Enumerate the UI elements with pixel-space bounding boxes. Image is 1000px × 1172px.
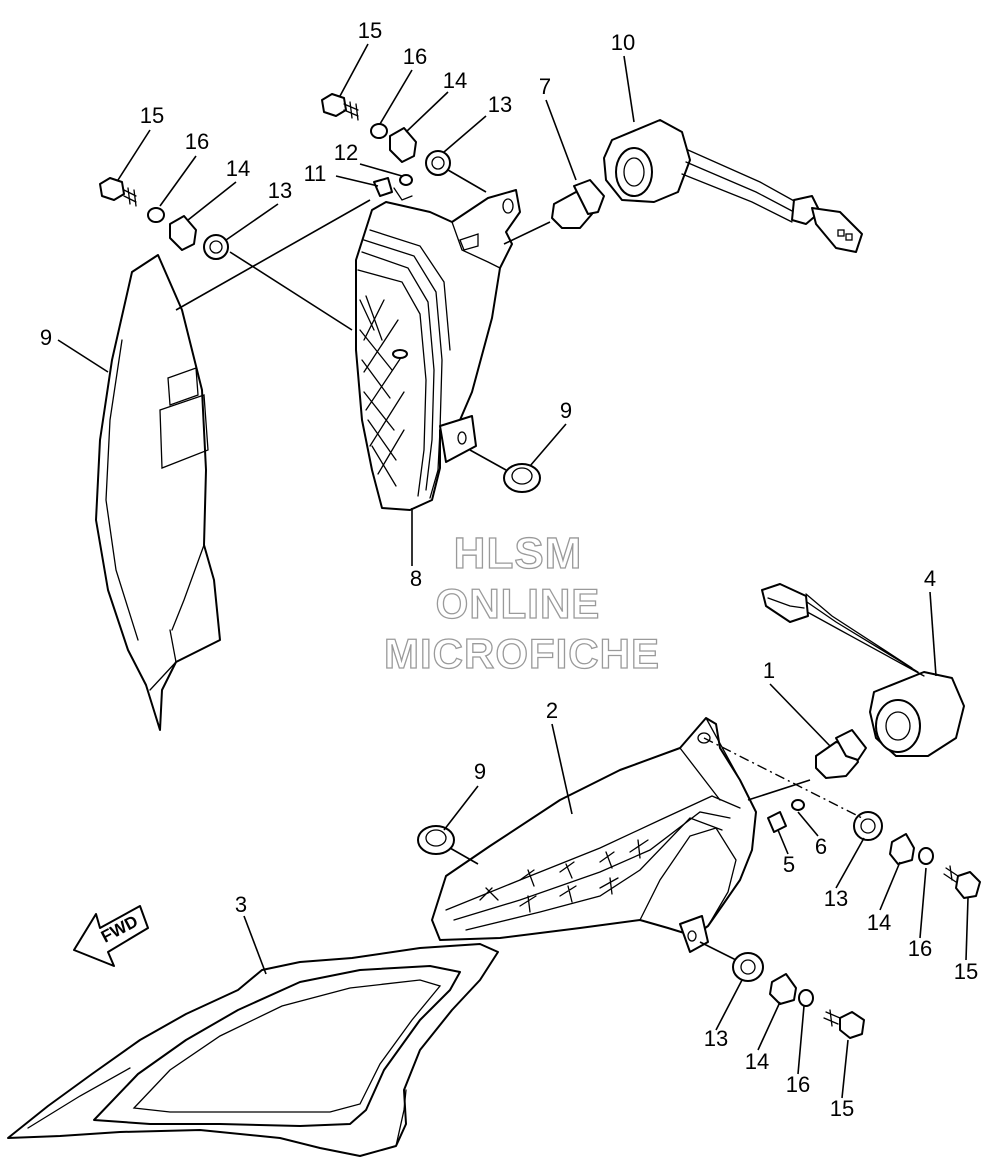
- callout-label: 16: [185, 129, 209, 154]
- callout-label: 6: [815, 834, 827, 859]
- callout-label: 4: [924, 566, 936, 591]
- watermark-line-2: ONLINE: [436, 580, 601, 627]
- callout-label: 16: [908, 936, 932, 961]
- callout-labels: 15 16 14 13 12 11 7 10 15 16 14 13 9 9 8…: [40, 18, 978, 1121]
- callout-label: 7: [539, 74, 551, 99]
- callout-label: 14: [867, 910, 891, 935]
- lower-socket-assembly: [761, 583, 965, 757]
- callout-label: 9: [40, 325, 52, 350]
- watermark-line-3: MICROFICHE: [384, 630, 660, 677]
- lower-fasteners: [417, 811, 981, 1039]
- callout-label: 13: [488, 92, 512, 117]
- leader-lines: [57, 43, 969, 1099]
- callout-label: 1: [763, 658, 775, 683]
- watermark-line-1: HLSM: [454, 529, 583, 578]
- callout-label: 8: [410, 566, 422, 591]
- callout-label: 11: [304, 161, 327, 186]
- callout-label: 9: [560, 398, 572, 423]
- lower-assembly-lines: [449, 737, 863, 961]
- callout-label: 13: [824, 886, 848, 911]
- callout-label: 14: [745, 1049, 769, 1074]
- callout-label: 15: [358, 18, 382, 43]
- callout-label: 2: [546, 698, 558, 723]
- upper-bulb: [551, 179, 605, 229]
- callout-label: 3: [235, 892, 247, 917]
- callout-label: 15: [830, 1096, 854, 1121]
- watermark: HLSM ONLINE MICROFICHE: [383, 528, 660, 677]
- callout-label: 16: [403, 44, 427, 69]
- callout-label: 5: [783, 852, 795, 877]
- callout-label: 16: [786, 1072, 810, 1097]
- callout-label: 15: [954, 959, 978, 984]
- upper-lamp-housing: [355, 189, 521, 511]
- callout-label: 12: [334, 140, 358, 165]
- upper-fasteners: [99, 93, 541, 493]
- callout-label: 9: [474, 759, 486, 784]
- lower-cover-panel: [7, 943, 499, 1157]
- callout-label: 14: [226, 156, 250, 181]
- upper-assembly-lines: [175, 169, 551, 471]
- callout-label: 13: [268, 178, 292, 203]
- forward-direction-arrow: FWD: [73, 905, 149, 967]
- lower-lamp-housing: [431, 717, 805, 953]
- callout-label: 15: [140, 103, 164, 128]
- upper-socket-assembly: [603, 119, 863, 253]
- callout-label: 14: [443, 68, 467, 93]
- callout-label: 10: [611, 30, 635, 55]
- lower-bulb: [815, 729, 867, 779]
- left-cover-panel: [95, 254, 221, 731]
- callout-label: 13: [704, 1026, 728, 1051]
